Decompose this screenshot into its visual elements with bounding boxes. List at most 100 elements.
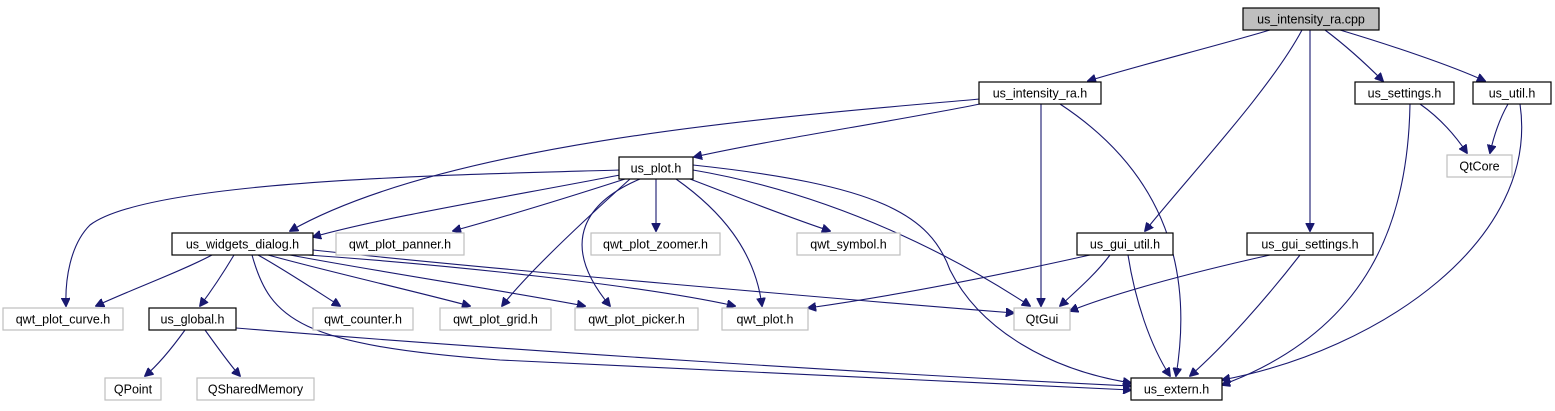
node-box [796,232,901,256]
node-qwt-plot-zoomer-h: qwt_plot_zoomer.h [590,232,721,256]
node-box [1076,232,1174,256]
edge-us-gui-settings-h-to-us-extern-h [1190,254,1301,376]
node-us-gui-settings-h[interactable]: us_gui_settings.h [1246,232,1374,256]
node-label: us_intensity_ra.cpp [1257,13,1365,27]
edge-us-plot-h-to-qwt-symbol-h [689,178,830,231]
node-box [2,307,124,331]
edge-us-global-h-to-QSharedMemory [204,329,240,376]
node-label: QSharedMemory [208,383,304,397]
edge-us-gui-util-h-to-qwt-plot-h [808,254,1091,308]
edge-us-plot-h-to-QtGui [692,169,1030,306]
edge-us-intensity-ra-cpp-to-us-settings-h [1324,29,1383,81]
edge-us-settings-h-to-QtCore [1419,103,1467,153]
node-box [439,307,552,331]
edge-layer [66,29,1523,390]
node-label: QPoint [114,383,153,397]
edge-us-gui-settings-h-to-QtGui [1070,254,1271,311]
edge-us-global-h-to-us-extern-h [235,327,1131,386]
node-label: us_settings.h [1368,87,1442,101]
node-label: us_util.h [1489,87,1536,101]
node-qwt-symbol-h: qwt_symbol.h [796,232,901,256]
node-label: QtCore [1459,160,1499,174]
node-us-plot-h[interactable]: us_plot.h [618,156,694,180]
node-label: us_extern.h [1144,383,1209,397]
node-qwt-plot-grid-h: qwt_plot_grid.h [439,307,552,331]
edge-us-plot-h-to-us-widgets-dialog-h [313,174,621,237]
node-qwt-counter-h: qwt_counter.h [312,307,414,331]
node-qwt-plot-panner-h: qwt_plot_panner.h [335,232,465,256]
edge-us-widgets-dialog-h-to-QtGui [312,249,1014,313]
edge-us-plot-h-to-qwt-plot-curve-h [66,169,621,306]
node-label: us_intensity_ra.h [993,87,1088,101]
edge-us-widgets-dialog-h-to-qwt-plot-h [307,254,735,306]
edge-us-util-h-to-us-extern-h [1222,103,1523,380]
node-box [312,307,414,331]
node-label: us_gui_util.h [1090,238,1160,252]
node-us-intensity-ra-cpp[interactable]: us_intensity_ra.cpp [1242,7,1380,31]
node-label: us_gui_settings.h [1261,238,1358,252]
node-label: us_widgets_dialog.h [186,238,299,252]
node-label: qwt_plot_grid.h [453,313,538,327]
edge-us-widgets-dialog-h-to-qwt-counter-h [257,254,340,306]
node-box [590,232,721,256]
node-box [1130,377,1223,401]
edge-us-widgets-dialog-h-to-qwt-plot-curve-h [96,254,213,306]
edge-us-widgets-dialog-h-to-qwt-plot-picker-h [289,254,585,306]
node-label: qwt_plot_panner.h [349,238,451,252]
node-box [721,307,809,331]
node-box [1354,81,1455,105]
node-qwt-plot-h: qwt_plot.h [721,307,809,331]
edge-us-intensity-ra-h-to-us-plot-h [694,103,981,157]
edge-us-widgets-dialog-h-to-qwt-plot-grid-h [267,254,470,306]
node-label: qwt_plot_picker.h [588,313,685,327]
node-layer: us_intensity_ra.cpp us_intensity_ra.h us_s… [2,7,1552,401]
edge-us-settings-h-to-us-extern-h [1222,103,1411,385]
node-box [1246,232,1374,256]
node-label: QtGui [1026,313,1059,327]
node-box [618,156,694,180]
edge-us-gui-util-h-to-us-extern-h [1127,254,1170,376]
node-label: us_global.h [161,313,225,327]
edge-us-intensity-ra-cpp-to-us-util-h [1339,29,1485,81]
node-box [171,232,314,256]
node-label: qwt_symbol.h [810,238,886,252]
node-box [1242,7,1380,31]
node-QPoint: QPoint [104,377,162,401]
edge-us-plot-h-to-us-extern-h [692,164,1131,383]
edge-us-intensity-ra-h-to-us-extern-h [1059,103,1181,376]
node-box [978,81,1102,105]
node-qwt-plot-picker-h: qwt_plot_picker.h [574,307,699,331]
node-box [335,232,465,256]
edge-us-intensity-ra-h-to-us-widgets-dialog-h [290,98,981,231]
node-box [1472,81,1552,105]
node-QtCore: QtCore [1446,154,1513,178]
node-us-intensity-ra-h[interactable]: us_intensity_ra.h [978,81,1102,105]
node-label: us_plot.h [631,162,682,176]
node-QSharedMemory: QSharedMemory [196,377,315,401]
node-QtGui: QtGui [1013,307,1071,331]
node-box [196,377,315,401]
edge-us-gui-util-h-to-QtGui [1060,254,1111,306]
node-label: qwt_plot.h [737,313,794,327]
node-us-gui-util-h[interactable]: us_gui_util.h [1076,232,1174,256]
node-label: qwt_plot_curve.h [16,313,111,327]
node-box [574,307,699,331]
node-us-util-h[interactable]: us_util.h [1472,81,1552,105]
edge-us-intensity-ra-cpp-to-us-gui-util-h [1145,29,1303,231]
edge-us-global-h-to-QPoint [145,329,186,376]
node-us-global-h[interactable]: us_global.h [148,307,237,331]
node-us-settings-h[interactable]: us_settings.h [1354,81,1455,105]
edge-us-plot-h-to-qwt-plot-h [675,178,762,306]
node-box [148,307,237,331]
node-qwt-plot-curve-h: qwt_plot_curve.h [2,307,124,331]
node-label: qwt_plot_zoomer.h [603,238,708,252]
node-us-extern-h[interactable]: us_extern.h [1130,377,1223,401]
edge-us-widgets-dialog-h-to-us-global-h [200,254,235,306]
edge-us-intensity-ra-cpp-to-us-intensity-ra-h [1088,29,1271,81]
node-box [1446,154,1513,178]
edge-us-plot-h-to-qwt-plot-panner-h [453,178,626,231]
edge-us-util-h-to-QtCore [1490,103,1509,153]
node-us-widgets-dialog-h[interactable]: us_widgets_dialog.h [171,232,314,256]
node-label: qwt_counter.h [324,313,402,327]
